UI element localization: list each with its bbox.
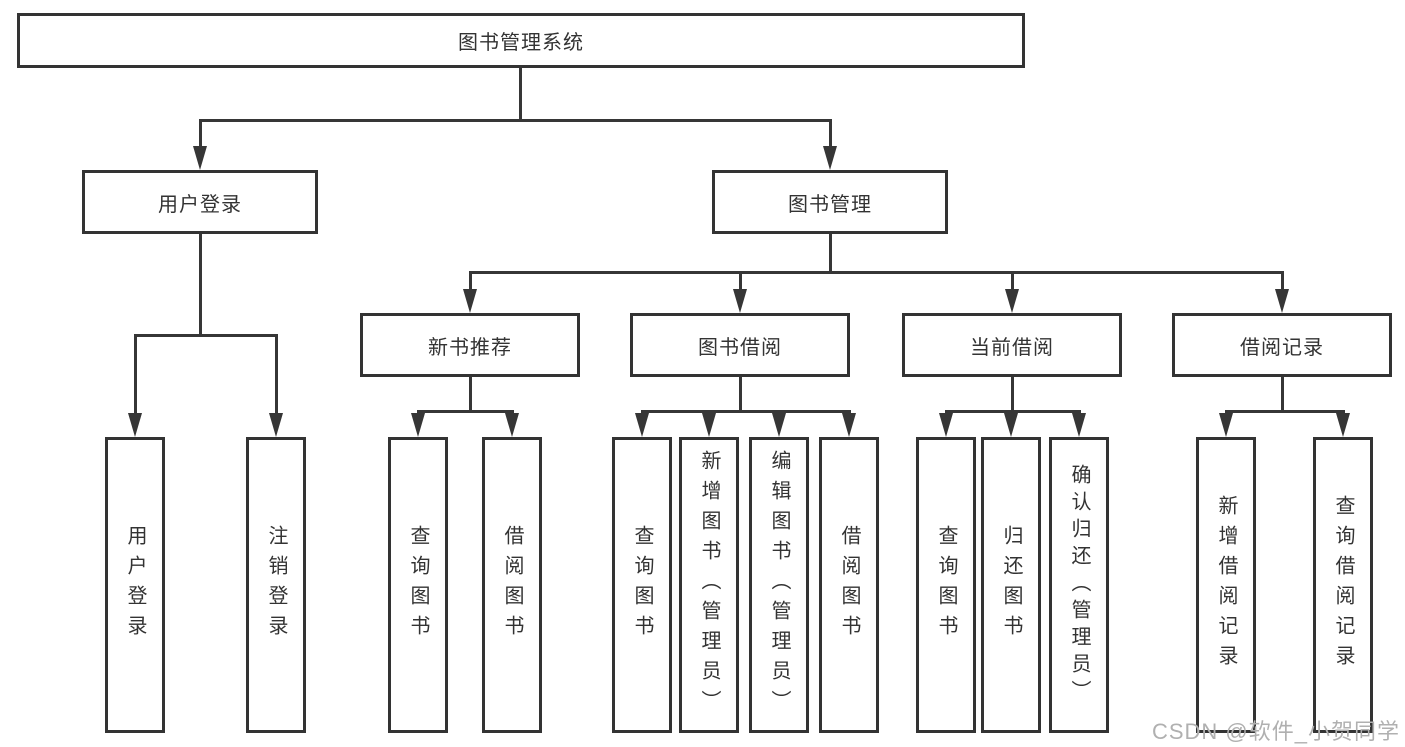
- csdn-watermark: CSDN @软件_小贺同学: [1151, 719, 1400, 744]
- leaf-query-books-1: 查询图书: [388, 437, 448, 733]
- arrowhead-icon: [1336, 413, 1350, 437]
- node-label: 图书借阅: [698, 336, 782, 359]
- connector-recommend-rail: [417, 410, 514, 413]
- connector-current-rail: [945, 410, 1081, 413]
- leaf-label: 新增图书（管理员）: [698, 450, 720, 720]
- connector-logout-leaf-drop: [275, 334, 278, 416]
- connector-borrow-stem: [739, 377, 742, 413]
- node-label: 当前借阅: [970, 336, 1054, 359]
- node-label: 新书推荐: [428, 336, 512, 359]
- arrowhead-icon: [1072, 413, 1086, 437]
- arrowhead-icon: [505, 413, 519, 437]
- arrowhead-icon: [463, 289, 477, 313]
- leaf-label: 编辑图书（管理员）: [768, 450, 790, 720]
- connector-book-mgmt-stem: [829, 234, 832, 274]
- connector-user-login-drop: [199, 119, 202, 150]
- leaf-borrow-books-1: 借阅图书: [482, 437, 542, 733]
- connector-recommend-drop: [469, 271, 472, 292]
- connector-borrow-drop: [739, 271, 742, 292]
- node-new-book-recommend: 新书推荐: [360, 313, 580, 377]
- leaf-label: 归还图书: [1000, 525, 1022, 645]
- node-borrowing-records: 借阅记录: [1172, 313, 1392, 377]
- leaf-return-books: 归还图书: [981, 437, 1041, 733]
- connector-records-rail: [1225, 410, 1345, 413]
- connector-root-stem: [519, 68, 522, 122]
- node-label: 借阅记录: [1240, 336, 1324, 359]
- connector-current-drop: [1011, 271, 1014, 292]
- node-book-borrowing: 图书借阅: [630, 313, 850, 377]
- node-current-borrowing: 当前借阅: [902, 313, 1122, 377]
- arrowhead-icon: [1005, 289, 1019, 313]
- leaf-query-borrow-record: 查询借阅记录: [1313, 437, 1373, 733]
- leaf-label: 用户登录: [124, 525, 146, 645]
- leaf-label: 查询借阅记录: [1332, 495, 1354, 675]
- connector-user-login-stem: [199, 234, 202, 337]
- leaf-query-books-2: 查询图书: [612, 437, 672, 733]
- connector-login-leaf-drop: [134, 334, 137, 416]
- arrowhead-icon: [702, 413, 716, 437]
- arrowhead-icon: [733, 289, 747, 313]
- connector-book-mgmt-drop: [829, 119, 832, 150]
- arrowhead-icon: [1004, 413, 1018, 437]
- arrowhead-icon: [635, 413, 649, 437]
- arrowhead-icon: [939, 413, 953, 437]
- leaf-label: 查询图书: [935, 525, 957, 645]
- leaf-confirm-return-admin: 确认归还（管理员）: [1049, 437, 1109, 733]
- leaf-add-borrow-record: 新增借阅记录: [1196, 437, 1256, 733]
- leaf-user-login: 用户登录: [105, 437, 165, 733]
- node-library-management-system: 图书管理系统: [17, 13, 1025, 68]
- arrowhead-icon: [411, 413, 425, 437]
- connector-level2-rail: [469, 271, 1284, 274]
- connector-current-stem: [1011, 377, 1014, 413]
- node-label: 图书管理系统: [458, 32, 584, 54]
- arrowhead-icon: [823, 146, 837, 170]
- arrowhead-icon: [772, 413, 786, 437]
- leaf-logout: 注销登录: [246, 437, 306, 733]
- node-label: 用户登录: [158, 193, 242, 216]
- leaf-add-books-admin: 新增图书（管理员）: [679, 437, 739, 733]
- connector-recommend-stem: [469, 377, 472, 413]
- leaf-label: 借阅图书: [501, 525, 523, 645]
- connector-user-login-rail: [134, 334, 278, 337]
- leaf-label: 注销登录: [265, 525, 287, 645]
- arrowhead-icon: [128, 413, 142, 437]
- leaf-query-books-3: 查询图书: [916, 437, 976, 733]
- node-book-management: 图书管理: [712, 170, 948, 234]
- node-label: 图书管理: [788, 193, 872, 216]
- leaf-borrow-books-2: 借阅图书: [819, 437, 879, 733]
- node-user-login: 用户登录: [82, 170, 318, 234]
- connector-borrow-rail: [641, 410, 851, 413]
- leaf-label: 确认归还（管理员）: [1068, 463, 1090, 707]
- leaf-label: 查询图书: [407, 525, 429, 645]
- arrowhead-icon: [269, 413, 283, 437]
- connector-level1-rail: [199, 119, 832, 122]
- leaf-label: 借阅图书: [838, 525, 860, 645]
- leaf-label: 查询图书: [631, 525, 653, 645]
- leaf-edit-books-admin: 编辑图书（管理员）: [749, 437, 809, 733]
- arrowhead-icon: [1219, 413, 1233, 437]
- arrowhead-icon: [842, 413, 856, 437]
- connector-records-drop: [1281, 271, 1284, 292]
- arrowhead-icon: [193, 146, 207, 170]
- connector-records-stem: [1281, 377, 1284, 413]
- leaf-label: 新增借阅记录: [1215, 495, 1237, 675]
- arrowhead-icon: [1275, 289, 1289, 313]
